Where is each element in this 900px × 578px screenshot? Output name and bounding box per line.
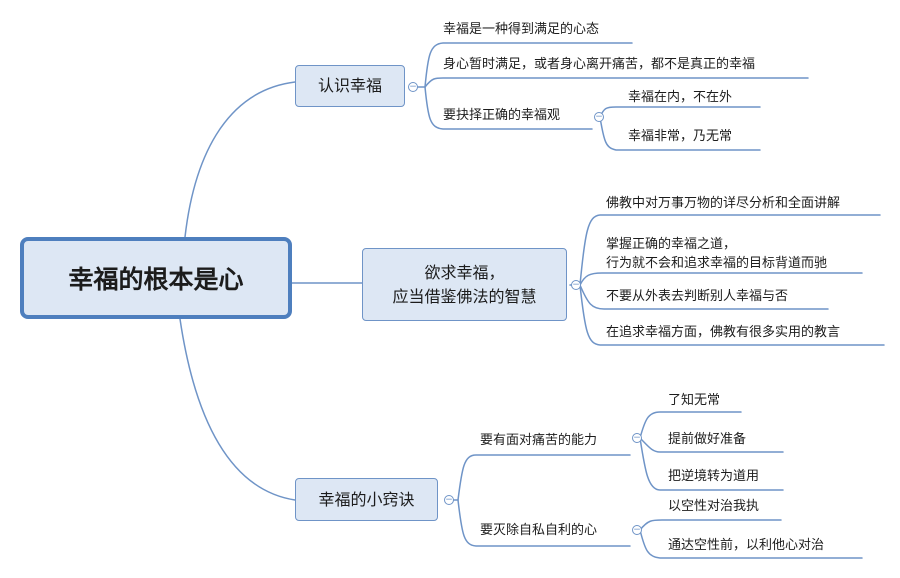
leaf-node[interactable]: 以空性对治我执 [668,499,760,514]
leaf-node[interactable]: 掌握正确的幸福之道， 行为就不会和追求幸福的目标背道而驰 [606,235,827,273]
collapse-toggle-icon[interactable]: − [632,433,642,443]
leaf-node[interactable]: 幸福在内，不在外 [628,90,733,105]
leaf-node[interactable]: 把逆境转为道用 [668,469,760,484]
leaf-node[interactable]: 要灭除自私自利的心 [480,523,598,538]
leaf-label-line: 行为就不会和追求幸福的目标背道而驰 [606,256,828,271]
leaf-label-line: 掌握正确的幸福之道， [606,237,737,252]
leaf-node[interactable]: 通达空性前，以利他心对治 [668,538,825,553]
collapse-toggle-icon[interactable]: − [444,495,454,505]
central-topic[interactable]: 幸福的根本是心 [20,237,292,319]
branch-seek-happiness[interactable]: 欲求幸福， 应当借鉴佛法的智慧 [362,248,567,321]
branch-label-line: 应当借鉴佛法的智慧 [392,286,537,306]
branch-label-line: 欲求幸福， [424,262,505,282]
collapse-toggle-icon[interactable]: − [632,525,642,535]
collapse-toggle-icon[interactable]: − [408,82,418,92]
leaf-node[interactable]: 身心暂时满足，或者身心离开痛苦，都不是真正的幸福 [443,57,756,72]
collapse-toggle-icon[interactable]: − [594,112,604,122]
leaf-node[interactable]: 幸福非常，乃无常 [628,129,733,144]
leaf-node[interactable]: 在追求幸福方面，佛教有很多实用的教言 [606,325,841,340]
leaf-node[interactable]: 提前做好准备 [668,432,747,447]
leaf-node[interactable]: 不要从外表去判断别人幸福与否 [606,289,789,304]
branch-happiness-tips[interactable]: 幸福的小窍诀 [295,478,438,521]
leaf-node[interactable]: 佛教中对万事万物的详尽分析和全面讲解 [606,196,841,211]
leaf-node[interactable]: 了知无常 [668,393,721,408]
leaf-node[interactable]: 要抉择正确的幸福观 [443,108,561,123]
branch-recognize-happiness[interactable]: 认识幸福 [295,65,405,107]
collapse-toggle-icon[interactable]: − [571,280,581,290]
leaf-node[interactable]: 要有面对痛苦的能力 [480,433,598,448]
leaf-node[interactable]: 幸福是一种得到满足的心态 [443,22,600,37]
